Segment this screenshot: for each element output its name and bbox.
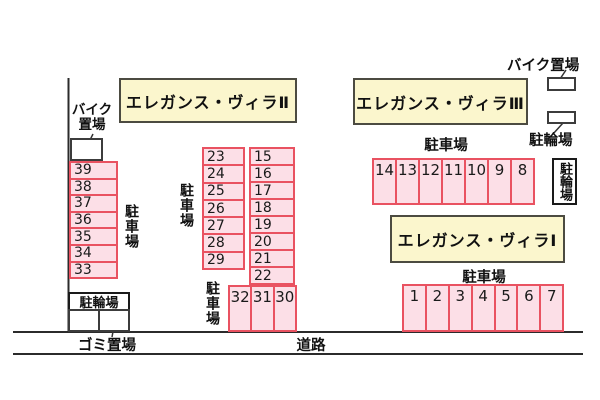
parking-space-4: 4: [470, 284, 496, 332]
parking-lot-label-villa1: 駐車場: [462, 270, 506, 286]
parking-space-38: 38: [69, 177, 118, 197]
bicycle-parking-vertical-box: 駐輪場: [552, 158, 577, 205]
parking-space-3: 3: [447, 284, 473, 332]
parking-space-12: 12: [418, 158, 443, 205]
leader-line-bicycle-right: [552, 122, 564, 135]
parking-group-middle-a: 23 24 25 26 27 28 29: [202, 147, 245, 271]
parking-lot-label-left: 駐車場: [123, 204, 139, 249]
parking-space-13: 13: [395, 158, 420, 205]
parking-group-left: 39 38 37 36 35 34 33: [69, 161, 118, 280]
parking-lot-label-villa3: 駐車場: [424, 138, 468, 154]
building-elegance-villa-1: エレガンス・ヴィラⅠ: [390, 215, 565, 263]
parking-group-middle-bottom: 32 31 30: [228, 285, 297, 332]
parking-space-14: 14: [372, 158, 397, 205]
road-label: 道路: [296, 338, 326, 354]
bicycle-parking-box-right: [547, 111, 576, 124]
parking-space-29: 29: [202, 250, 245, 271]
parking-space-22: 22: [249, 266, 295, 285]
parking-group-villa3: 14 13 12 11 10 9 8: [372, 158, 535, 205]
bike-storage-label-left: バイク 置場: [62, 103, 122, 132]
garbage-storage-label: ゴミ置場: [78, 338, 136, 354]
parking-space-6: 6: [516, 284, 542, 332]
parking-space-31: 31: [250, 285, 275, 332]
bike-storage-box-right: [547, 77, 576, 91]
bike-storage-label-left-line2: 置場: [78, 116, 106, 133]
garbage-box-divider: [98, 311, 100, 330]
bike-storage-label-left-line1: バイク: [71, 102, 113, 118]
parking-space-8: 8: [510, 158, 535, 205]
bike-storage-box-left: [70, 138, 103, 161]
parking-space-2: 2: [424, 284, 450, 332]
bike-storage-label-right: バイク置場: [507, 58, 580, 74]
parking-space-11: 11: [441, 158, 466, 205]
parking-space-32: 32: [228, 285, 253, 332]
parking-space-10: 10: [464, 158, 489, 205]
parking-space-7: 7: [539, 284, 565, 332]
parking-lot-label-middle-bottom: 駐車場: [204, 281, 220, 326]
bicycle-parking-label-right: 駐輪場: [529, 133, 573, 149]
parking-space-28: 28: [202, 233, 245, 253]
parking-space-5: 5: [493, 284, 519, 332]
parking-lot-label-middle: 駐車場: [178, 183, 194, 228]
parking-space-1: 1: [402, 284, 427, 332]
building-elegance-villa-2: エレガンス・ヴィラⅡ: [119, 78, 297, 123]
parking-space-33: 33: [69, 260, 118, 280]
parking-group-middle-b: 15 16 17 18 19 20 21 22: [249, 147, 295, 285]
garbage-storage-box: [68, 309, 130, 332]
parking-group-villa1: 1 2 3 4 5 6 7: [402, 284, 565, 332]
parking-space-9: 9: [487, 158, 512, 205]
parking-space-30: 30: [272, 285, 297, 332]
building-elegance-villa-3: エレガンス・ヴィラⅢ: [353, 78, 528, 125]
